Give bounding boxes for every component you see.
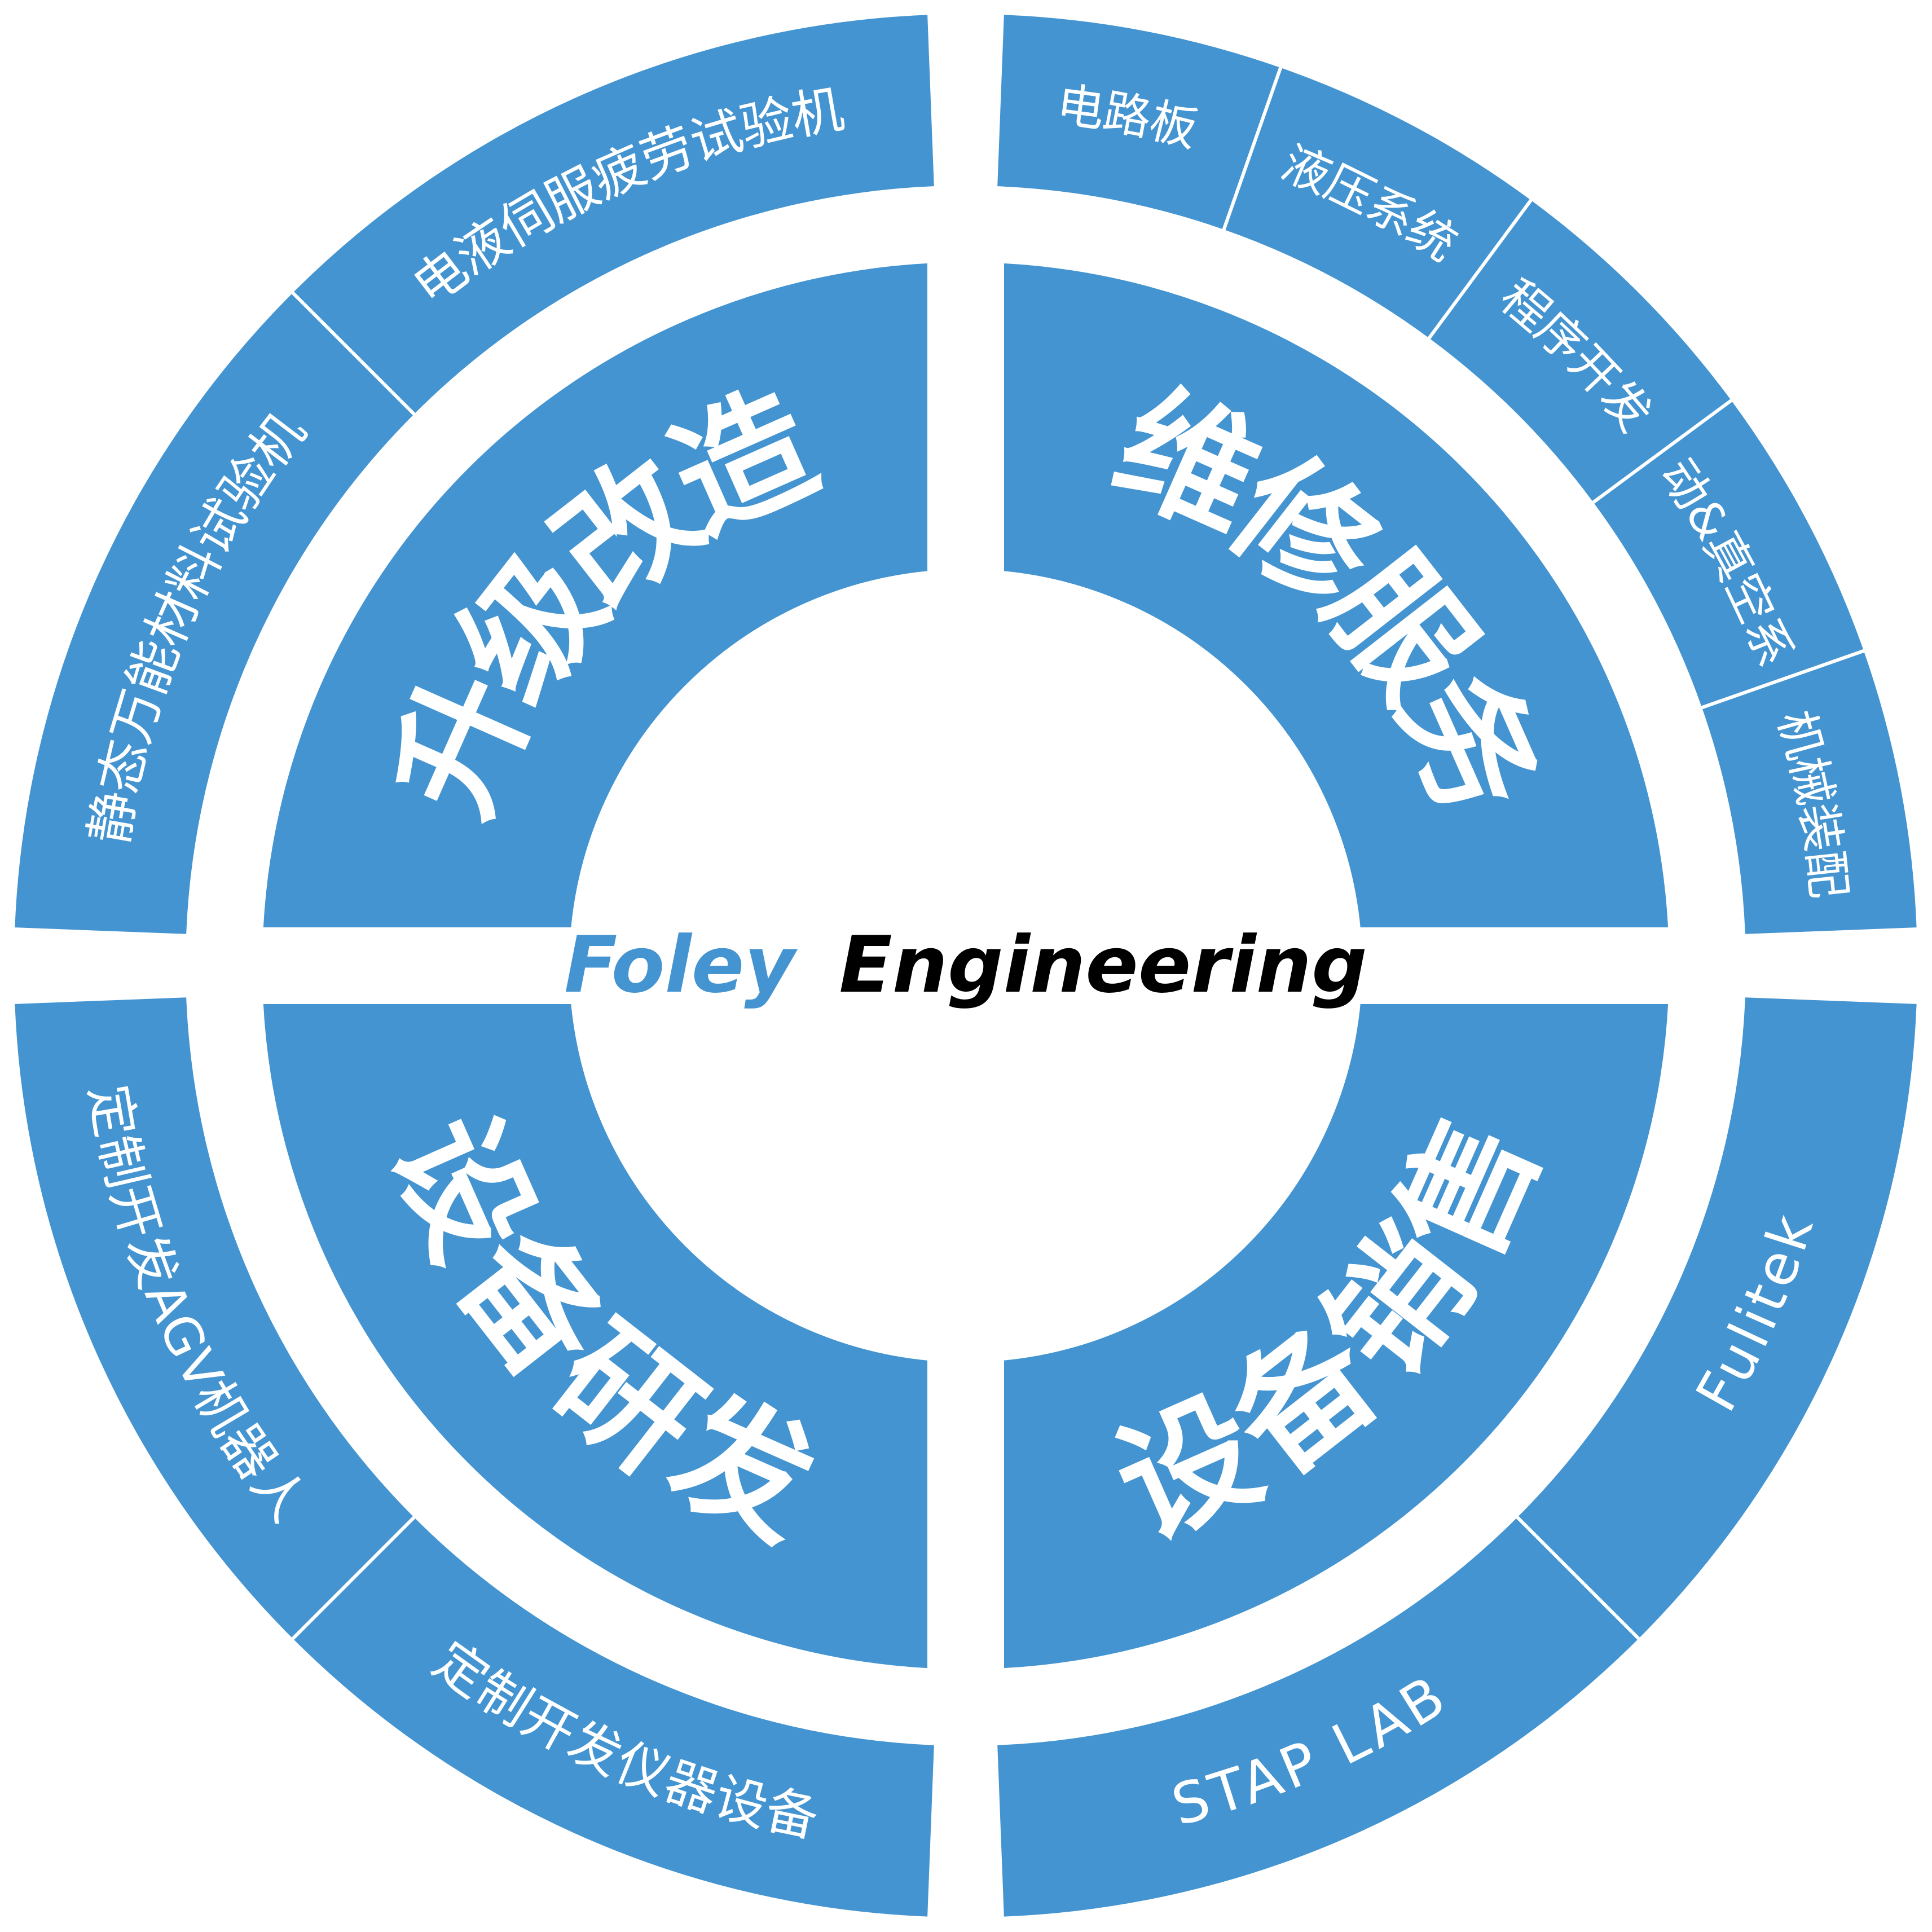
item-segment-0-1 (289, 11, 938, 418)
item-segment-1-4 (1698, 648, 1920, 938)
item-segment-2-1 (993, 1513, 1643, 1920)
brand-word-foley: Foley (564, 919, 798, 1010)
quadrant-segment-0 (259, 259, 931, 931)
quadrant-segment-3 (259, 1001, 931, 1672)
segments-layer (11, 11, 1920, 1920)
quadrant-segment-1 (1001, 259, 1672, 931)
brand-wordmark: Foley Engineering (564, 919, 1367, 1010)
brand-word-engineering: Engineering (839, 919, 1367, 1010)
quadrant-segment-2 (1001, 1001, 1672, 1672)
item-segment-3-1 (11, 993, 418, 1643)
